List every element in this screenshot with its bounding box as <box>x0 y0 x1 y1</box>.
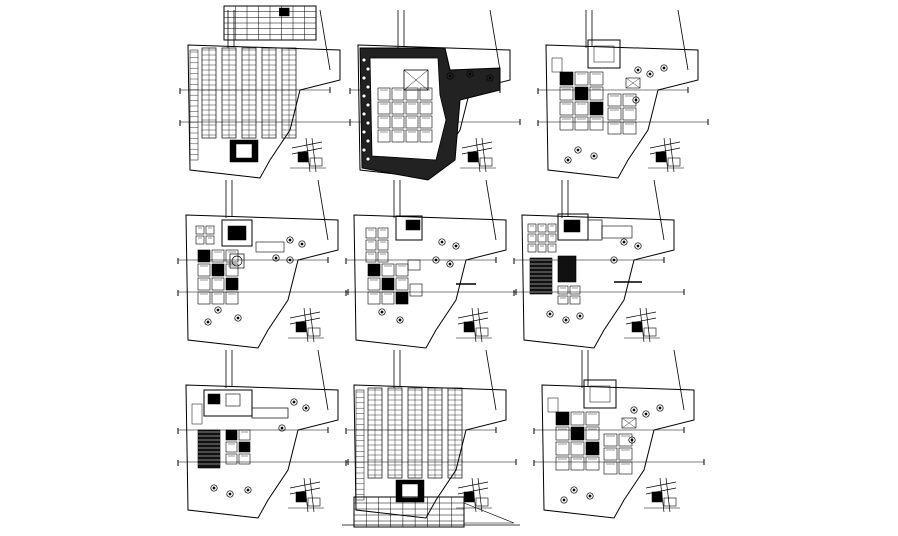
plan-floor-b <box>177 179 349 349</box>
key-plan <box>624 307 660 343</box>
plan-landscape <box>349 9 521 181</box>
plan-parking-level-1 <box>179 9 351 179</box>
site-boundary <box>185 384 339 519</box>
plans-layer <box>177 9 709 519</box>
plan-ground-floor-a <box>537 9 709 179</box>
key-plan <box>290 137 326 173</box>
plan-floor-c <box>345 179 517 349</box>
site-boundary <box>545 44 699 179</box>
key-plan <box>456 307 492 343</box>
key-plan <box>648 137 684 173</box>
schedule-table-bottom <box>342 496 520 528</box>
key-plan <box>644 477 680 513</box>
site-boundary <box>521 214 675 349</box>
plan-floor-d <box>513 179 685 349</box>
site-boundary <box>353 214 507 349</box>
plan-floor-e <box>177 349 349 519</box>
key-plan <box>456 477 492 513</box>
key-plan <box>460 137 496 173</box>
plan-parking-level-2 <box>345 349 517 519</box>
key-plan <box>288 307 324 343</box>
plan-roof <box>533 349 705 519</box>
key-plan <box>288 477 324 513</box>
tables-layer <box>223 5 520 528</box>
site-boundary <box>541 384 695 519</box>
site-boundary <box>185 214 339 349</box>
site-boundary <box>357 44 511 179</box>
schedule-table-top <box>223 5 317 41</box>
